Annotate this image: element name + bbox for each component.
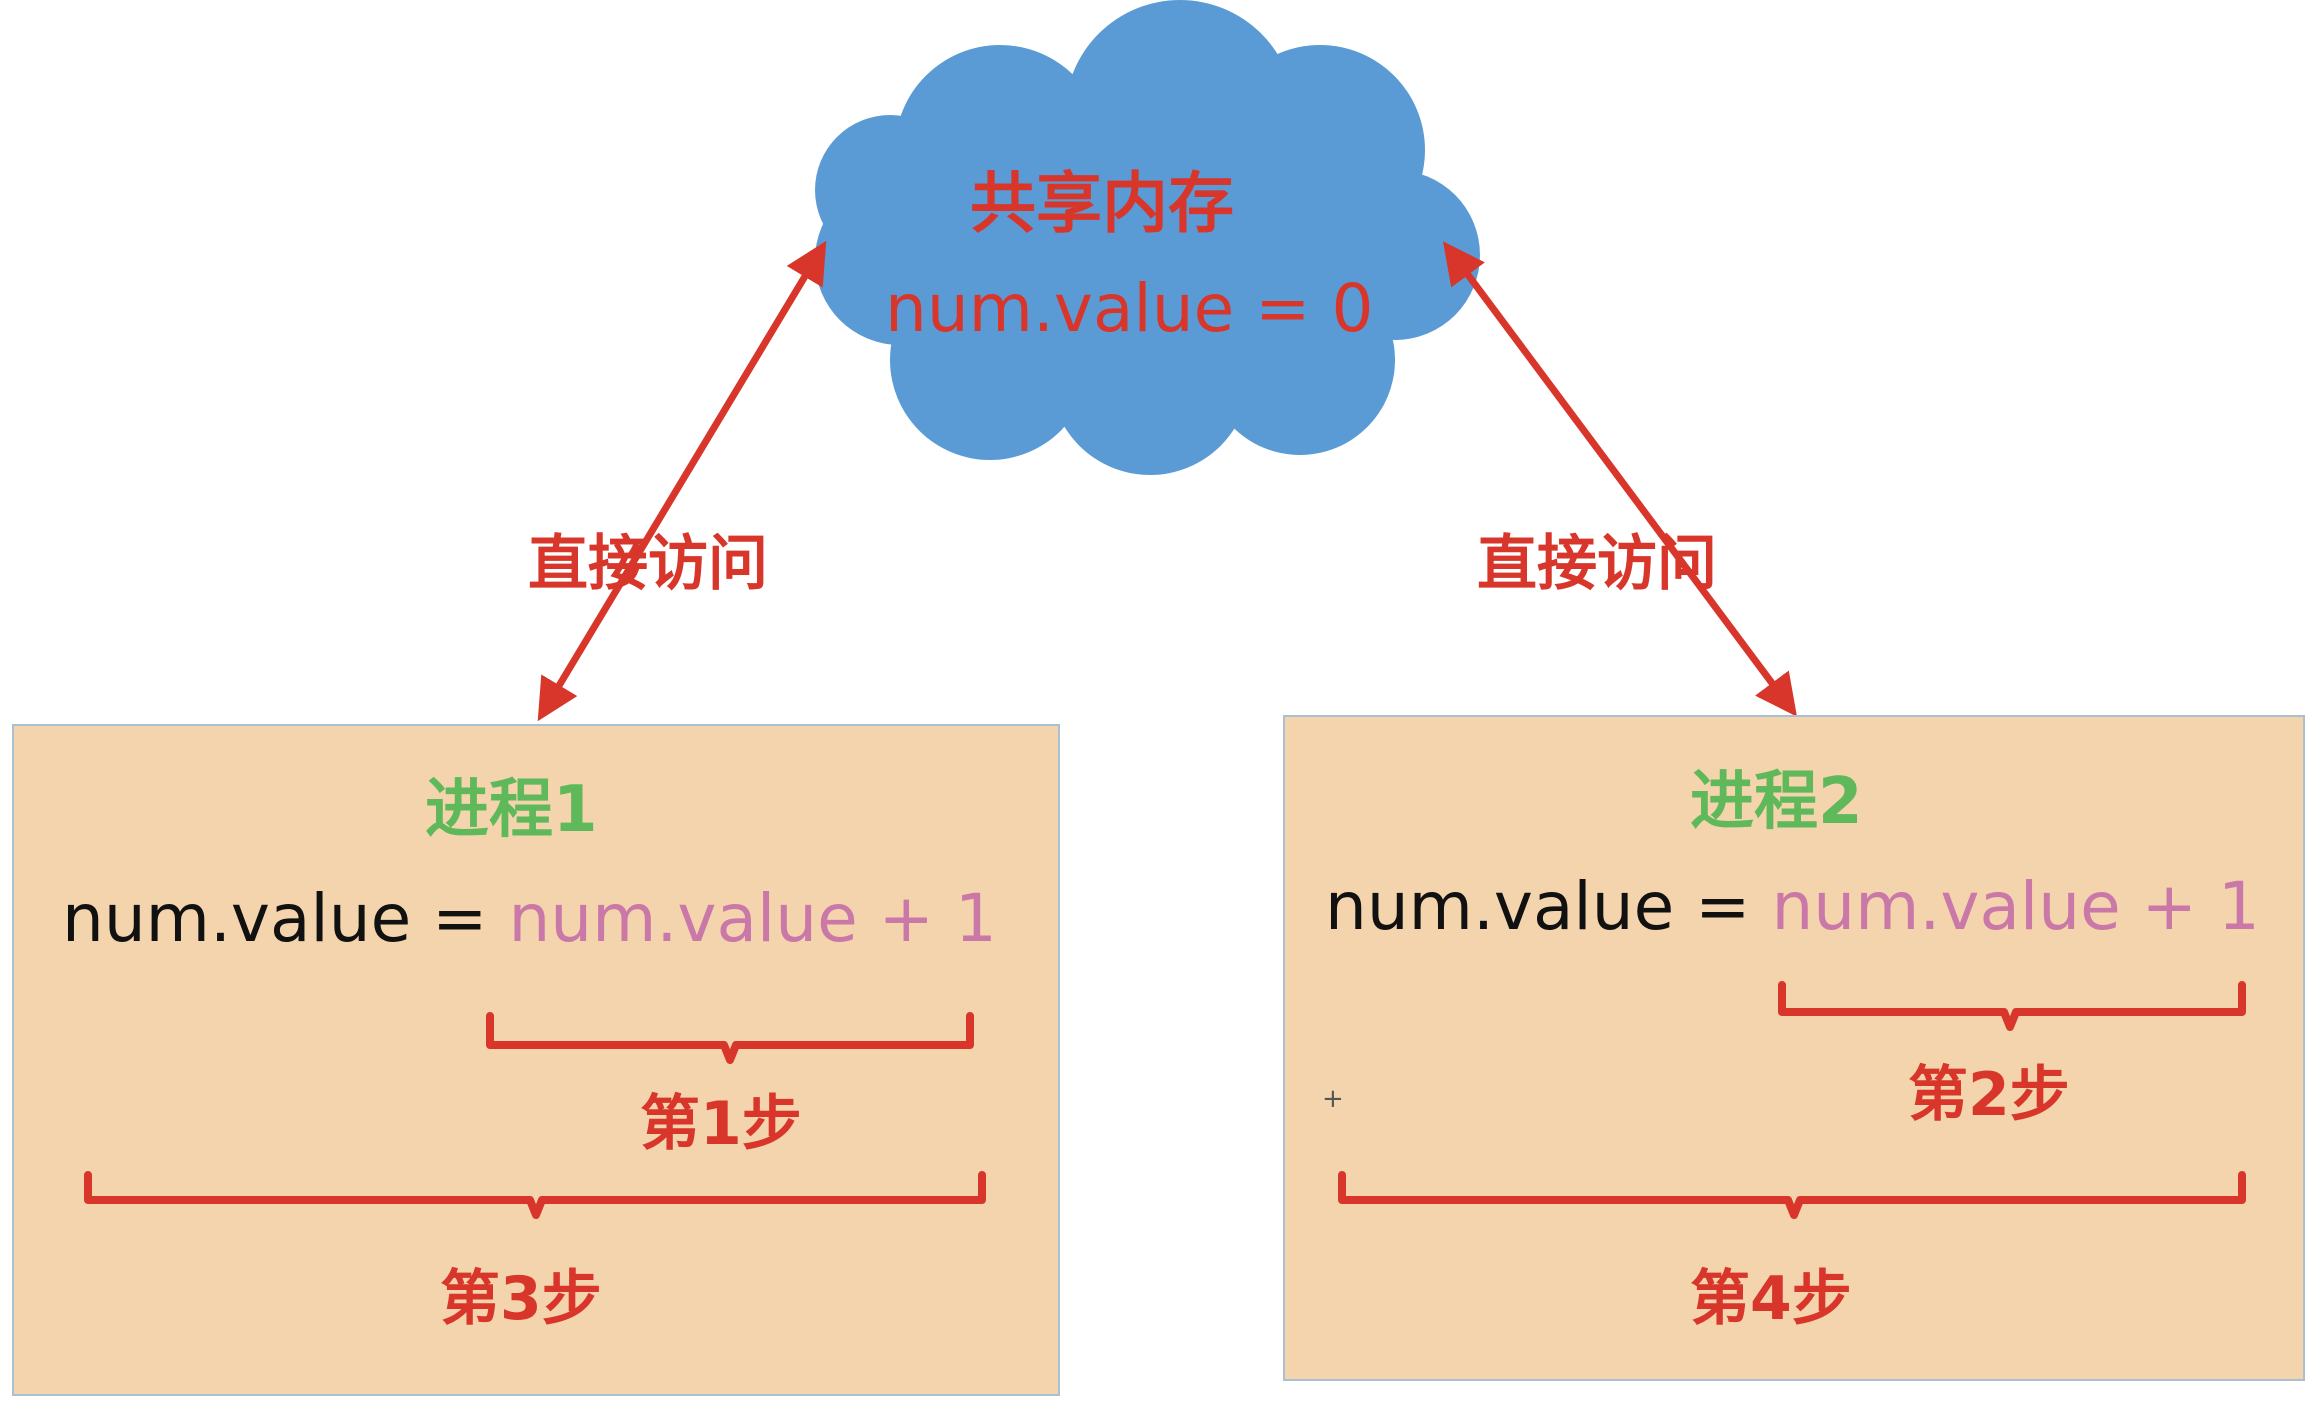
code-target-1: num.value = (62, 880, 509, 957)
code-target-2: num.value = (1325, 868, 1772, 945)
shared-memory-title: 共享内存 (970, 165, 1234, 242)
brace-step-4 (1338, 1171, 2246, 1219)
code-expression-1: num.value + 1 (508, 880, 997, 957)
brace-step-1 (486, 1012, 974, 1064)
step-label-4: 第4步 (1690, 1264, 1852, 1334)
process-title-2: 进程2 (1690, 765, 1863, 839)
process-box-2 (1283, 715, 2305, 1381)
code-expression-2: num.value + 1 (1771, 868, 2260, 945)
brace-step-2 (1778, 981, 2246, 1031)
access-label-left: 直接访问 (528, 529, 768, 599)
access-arrow-2 (1442, 241, 1798, 717)
cloud-shape (815, 0, 1480, 475)
access-label-right: 直接访问 (1477, 529, 1717, 599)
access-arrow-1 (537, 240, 827, 722)
step-label-2: 第2步 (1908, 1060, 2070, 1130)
step-label-3: 第3步 (440, 1264, 602, 1334)
step-label-1: 第1步 (640, 1089, 802, 1159)
shared-memory-value: num.value = 0 (885, 270, 1374, 347)
code-line-2: num.value = num.value + 1 (1325, 868, 2260, 945)
process-box-1 (12, 724, 1060, 1396)
brace-step-3 (84, 1171, 986, 1219)
crosshair-cursor-icon: + (1322, 1084, 1344, 1114)
process-title-1: 进程1 (425, 773, 598, 847)
code-line-1: num.value = num.value + 1 (62, 880, 997, 957)
